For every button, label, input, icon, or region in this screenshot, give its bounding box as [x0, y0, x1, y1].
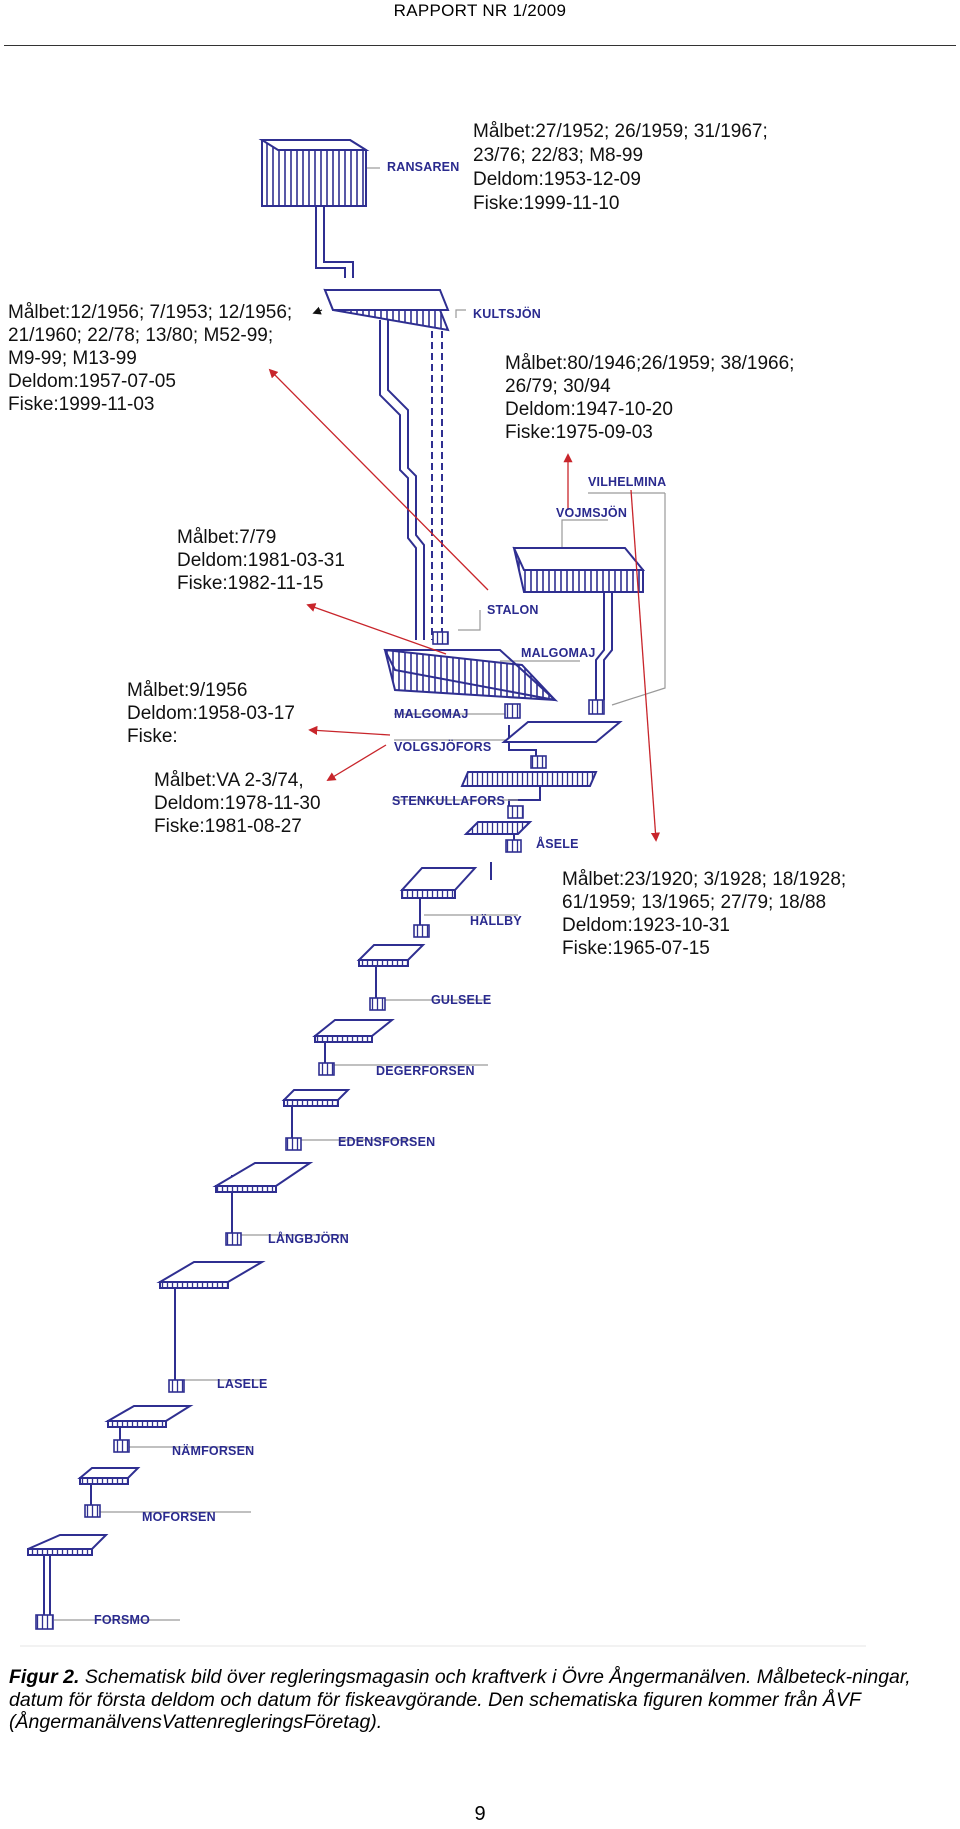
station-label-stenkullafors: STENKULLAFORS	[392, 794, 505, 808]
svg-text:Deldom:1947-10-20: Deldom:1947-10-20	[505, 399, 673, 420]
info-block-stalon: Målbet:7/79 Deldom:1981-03-31 Fiske:1982…	[177, 527, 345, 594]
station-label-moforsen: MOFORSEN	[142, 1510, 216, 1524]
svg-text:Målbet:23/1920; 3/1928; 18/192: Målbet:23/1920; 3/1928; 18/1928;	[562, 869, 846, 890]
svg-text:Fiske:1982-11-15: Fiske:1982-11-15	[177, 573, 323, 594]
svg-text:Fiske:: Fiske:	[127, 726, 178, 747]
svg-text:Fiske:1981-08-27: Fiske:1981-08-27	[154, 816, 302, 837]
station-label-asele: ÅSELE	[536, 836, 579, 851]
svg-text:Deldom:1923-10-31: Deldom:1923-10-31	[562, 915, 730, 936]
figure-caption: Figur 2. Schematisk bild över reglerings…	[9, 1666, 955, 1734]
platforms	[27, 721, 623, 1556]
station-label-forsmo: FORSMO	[94, 1613, 150, 1627]
svg-text:Målbet:12/1956; 7/1953; 12/195: Målbet:12/1956; 7/1953; 12/1956;	[8, 302, 292, 323]
caption-text: Schematisk bild över regleringsmagasin o…	[9, 1666, 911, 1733]
svg-text:M9-99; M13-99: M9-99; M13-99	[8, 348, 137, 369]
info-block-kultsjon: Målbet:12/1956; 7/1953; 12/1956; 21/1960…	[8, 302, 292, 415]
reservoirs	[258, 139, 646, 702]
station-label-volgsjofors: VOLGSJÖFORS	[394, 739, 491, 754]
station-label-malgomaj-upper: MALGOMAJ	[521, 646, 596, 660]
river-regulation-diagram: RANSAREN KULTSJÖN VILHELMINA VOJMSJÖN ST…	[8, 121, 866, 1647]
station-label-langbjorn: LÅNGBJÖRN	[268, 1231, 349, 1246]
svg-text:Deldom:1958-03-17: Deldom:1958-03-17	[127, 703, 295, 724]
station-label-hallby: HÄLLBY	[470, 913, 522, 928]
svg-text:Fiske:1975-09-03: Fiske:1975-09-03	[505, 422, 653, 443]
svg-text:Fiske:1999-11-10: Fiske:1999-11-10	[473, 193, 619, 214]
svg-text:21/1960; 22/78; 13/80; M52-99;: 21/1960; 22/78; 13/80; M52-99;	[8, 325, 273, 346]
svg-text:23/76; 22/83; M8-99: 23/76; 22/83; M8-99	[473, 145, 643, 166]
svg-text:Deldom:1953-12-09: Deldom:1953-12-09	[473, 169, 641, 190]
station-label-vilhelmina: VILHELMINA	[588, 475, 666, 489]
svg-text:Fiske:1999-11-03: Fiske:1999-11-03	[8, 394, 154, 415]
page-header: RAPPORT NR 1/2009	[0, 0, 960, 47]
svg-text:Fiske:1965-07-15: Fiske:1965-07-15	[562, 938, 710, 959]
info-block-vojmsjon: Målbet:80/1946;26/1959; 38/1966; 26/79; …	[505, 353, 794, 443]
svg-text:26/79; 30/94: 26/79; 30/94	[505, 376, 611, 397]
pointer-arrows	[268, 368, 661, 842]
svg-text:Deldom:1957-07-05: Deldom:1957-07-05	[8, 371, 176, 392]
info-block-vilhelmina: Målbet:23/1920; 3/1928; 18/1928; 61/1959…	[562, 869, 846, 959]
svg-text:Målbet:VA 2-3/74,: Målbet:VA 2-3/74,	[154, 770, 304, 791]
station-label-edensforsen: EDENSFORSEN	[338, 1135, 435, 1149]
svg-text:Målbet:9/1956: Målbet:9/1956	[127, 680, 247, 701]
svg-text:Målbet:27/1952; 26/1959; 31/19: Målbet:27/1952; 26/1959; 31/1967;	[473, 121, 768, 142]
station-label-malgomaj-lower: MALGOMAJ	[394, 707, 469, 721]
station-label-kultsjon: KULTSJÖN	[473, 306, 541, 321]
station-label-gulsele: GULSELE	[431, 993, 491, 1007]
svg-text:Deldom:1981-03-31: Deldom:1981-03-31	[177, 550, 345, 571]
page-number: 9	[474, 1803, 486, 1825]
info-block-volgsjofors: Målbet:VA 2-3/74, Deldom:1978-11-30 Fisk…	[154, 770, 321, 837]
svg-text:61/1959; 13/1965; 27/79; 18/88: 61/1959; 13/1965; 27/79; 18/88	[562, 892, 826, 913]
station-label-stalon: STALON	[487, 603, 539, 617]
station-label-vojmsjon: VOJMSJÖN	[556, 505, 627, 520]
station-label-degerforsen: DEGERFORSEN	[376, 1064, 475, 1078]
header-divider	[4, 45, 956, 46]
svg-text:Deldom:1978-11-30: Deldom:1978-11-30	[154, 793, 321, 814]
station-labels: RANSAREN KULTSJÖN VILHELMINA VOJMSJÖN ST…	[94, 160, 666, 1627]
station-label-ransaren: RANSAREN	[387, 160, 459, 174]
info-block-malgomaj: Målbet:9/1956 Deldom:1958-03-17 Fiske:	[127, 680, 295, 747]
svg-text:Målbet:7/79: Målbet:7/79	[177, 527, 276, 548]
report-title: RAPPORT NR 1/2009	[393, 1, 567, 20]
power-stations	[35, 631, 605, 1630]
caption-label: Figur 2.	[9, 1666, 80, 1688]
kultsjon-arrow	[312, 306, 323, 315]
station-label-lasele: LASELE	[217, 1377, 268, 1391]
station-label-namforsen: NÄMFORSEN	[172, 1443, 254, 1458]
svg-text:Målbet:80/1946;26/1959; 38/196: Målbet:80/1946;26/1959; 38/1966;	[505, 353, 794, 374]
info-block-ransaren: Målbet:27/1952; 26/1959; 31/1967; 23/76;…	[473, 121, 768, 214]
label-connectors	[54, 167, 666, 1621]
